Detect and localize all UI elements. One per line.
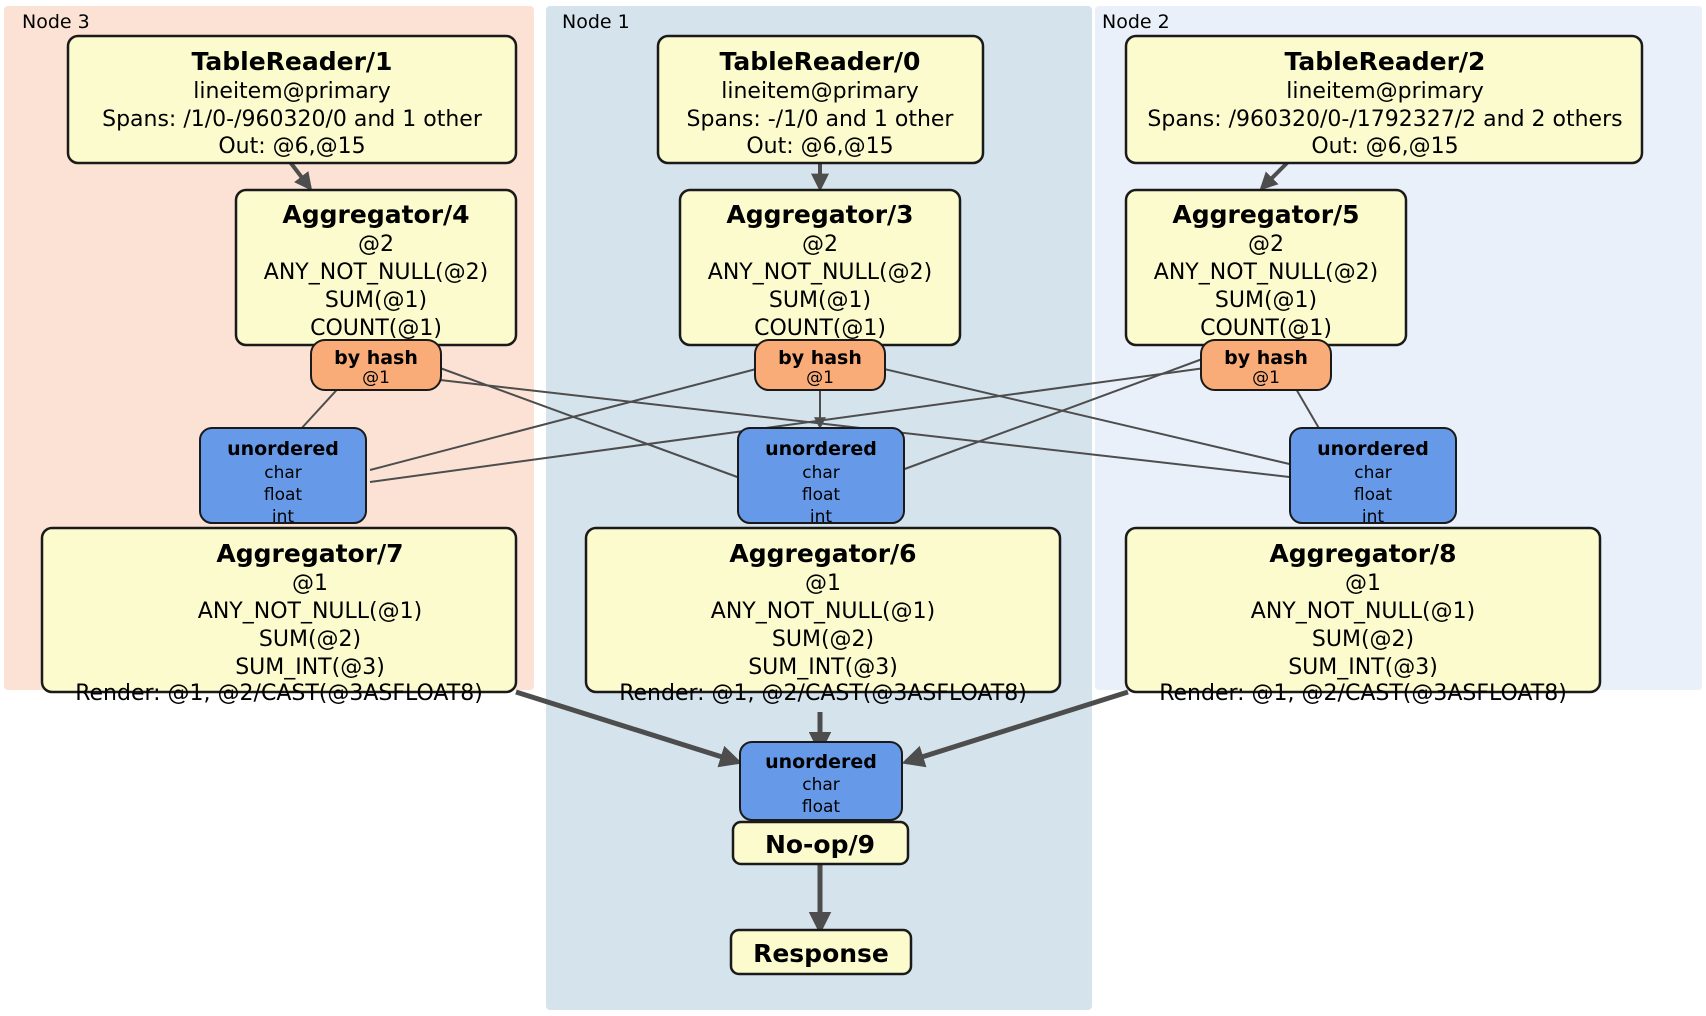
processor-table-reader-0[interactable]: TableReader/0 lineitem@primary Spans: -/… [656,34,985,165]
unordered-mid-title: unordered [765,438,877,460]
aggregator-7-line-1: ANY_NOT_NULL(@1) [198,599,422,624]
synchronizer-unordered-left[interactable]: unordered char float int [199,427,367,527]
table-reader-1-line-0: lineitem@primary [193,79,391,104]
unordered-left-line-0: char [264,463,302,483]
aggregator-5-title: Aggregator/5 [1172,200,1359,229]
by-hash-right-line-0: @1 [1252,368,1280,388]
aggregator-4-title: Aggregator/4 [282,200,469,229]
aggregator-5-line-0: @2 [1248,232,1284,257]
unordered-right-line-1: float [1354,485,1393,505]
processor-aggregator-8[interactable]: Aggregator/8 @1 ANY_NOT_NULL(@1) SUM(@2)… [1124,526,1602,706]
aggregator-4-line-3: COUNT(@1) [310,316,442,341]
processor-aggregator-7[interactable]: Aggregator/7 @1 ANY_NOT_NULL(@1) SUM(@2)… [40,526,518,706]
table-reader-1-line-1: Spans: /1/0-/960320/0 and 1 other [102,107,483,132]
table-reader-0-line-2: Out: @6,@15 [746,134,893,159]
table-reader-1-title: TableReader/1 [192,47,393,76]
table-reader-2-line-0: lineitem@primary [1286,79,1484,104]
processor-table-reader-1[interactable]: TableReader/1 lineitem@primary Spans: /1… [66,34,518,165]
synchronizer-unordered-right[interactable]: unordered char float int [1289,427,1457,527]
edge-hashR-to-unorderedM [901,357,1206,471]
edge-hashR-to-unorderedL [369,367,1206,483]
aggregator-7-line-3: SUM_INT(@3) [235,655,385,680]
unordered-left-line-2: int [272,507,294,527]
unordered-mid-line-1: float [802,485,841,505]
aggregator-4-line-1: ANY_NOT_NULL(@2) [264,260,488,285]
edge-agg7-to-final-unordered [515,689,743,768]
processor-aggregator-6[interactable]: Aggregator/6 @1 ANY_NOT_NULL(@1) SUM(@2)… [584,526,1062,706]
by-hash-right-title: by hash [1224,347,1308,369]
unordered-right-line-2: int [1362,507,1384,527]
aggregator-3-line-1: ANY_NOT_NULL(@2) [708,260,932,285]
synchronizer-unordered-final[interactable]: unordered char float [739,741,903,821]
aggregator-8-line-3: SUM_INT(@3) [1288,655,1438,680]
aggregator-3-line-3: COUNT(@1) [754,316,886,341]
unordered-mid-line-2: int [810,507,832,527]
aggregator-6-title: Aggregator/6 [729,539,916,568]
noop-9-title: No-op/9 [765,830,875,859]
by-hash-mid-line-0: @1 [806,368,834,388]
edge-tr1-to-agg4 [288,160,313,191]
aggregator-8-line-0: @1 [1345,571,1381,596]
table-reader-2-line-1: Spans: /960320/0-/1792327/2 and 2 others [1147,107,1622,132]
aggregator-6-line-2: SUM(@2) [772,627,874,652]
edge-tr2-to-agg5 [1259,160,1290,191]
aggregator-8-title: Aggregator/8 [1269,539,1456,568]
aggregator-5-line-2: SUM(@1) [1215,288,1317,313]
unordered-final-line-1: float [802,797,841,817]
edge-agg8-to-final-unordered [901,689,1129,768]
aggregator-7-line-2: SUM(@2) [259,627,361,652]
aggregator-6-line-0: @1 [805,571,841,596]
table-reader-0-line-1: Spans: -/1/0 and 1 other [687,107,955,132]
unordered-right-title: unordered [1317,438,1429,460]
aggregator-7-title: Aggregator/7 [216,539,403,568]
unordered-final-line-0: char [802,775,840,795]
aggregator-3-title: Aggregator/3 [726,200,913,229]
router-by-hash-left[interactable]: by hash @1 [310,339,442,391]
processor-aggregator-5[interactable]: Aggregator/5 @2 ANY_NOT_NULL(@2) SUM(@1)… [1124,188,1408,347]
aggregator-7-line-0: @1 [292,571,328,596]
table-reader-0-title: TableReader/0 [720,47,921,76]
unordered-right-line-0: char [1354,463,1392,483]
table-reader-0-line-0: lineitem@primary [721,79,919,104]
table-reader-2-title: TableReader/2 [1285,47,1486,76]
panel-node3-label: Node 3 [22,11,90,33]
synchronizer-unordered-mid[interactable]: unordered char float int [737,427,905,527]
aggregator-8-line-4: Render: @1, @2/CAST(@3ASFLOAT8) [1159,681,1567,706]
panel-node1-label: Node 1 [562,11,630,33]
aggregator-5-line-3: COUNT(@1) [1200,316,1332,341]
table-reader-1-line-2: Out: @6,@15 [218,134,365,159]
by-hash-left-line-0: @1 [362,368,390,388]
by-hash-mid-title: by hash [778,347,862,369]
aggregator-3-line-2: SUM(@1) [769,288,871,313]
router-by-hash-right[interactable]: by hash @1 [1200,339,1332,391]
table-reader-2-line-2: Out: @6,@15 [1311,134,1458,159]
edge-hashM-to-unorderedL [369,367,761,471]
panel-node3: Node 3 [4,6,534,690]
aggregator-5-line-1: ANY_NOT_NULL(@2) [1154,260,1378,285]
unordered-left-title: unordered [227,438,339,460]
unordered-left-line-1: float [264,485,303,505]
processor-response[interactable]: Response [729,928,913,976]
aggregator-6-line-3: SUM_INT(@3) [748,655,898,680]
aggregator-6-line-4: Render: @1, @2/CAST(@3ASFLOAT8) [619,681,1027,706]
response-title: Response [753,939,889,968]
processor-table-reader-2[interactable]: TableReader/2 lineitem@primary Spans: /9… [1124,34,1644,165]
aggregator-7-line-4: Render: @1, @2/CAST(@3ASFLOAT8) [75,681,483,706]
aggregator-3-line-0: @2 [802,232,838,257]
by-hash-left-title: by hash [334,347,418,369]
processor-aggregator-3[interactable]: Aggregator/3 @2 ANY_NOT_NULL(@2) SUM(@1)… [678,188,962,347]
panel-node2-label: Node 2 [1102,11,1170,33]
unordered-final-title: unordered [765,751,877,773]
processor-aggregator-4[interactable]: Aggregator/4 @2 ANY_NOT_NULL(@2) SUM(@1)… [234,188,518,347]
panel-node2: Node 2 [1095,6,1702,690]
unordered-mid-line-0: char [802,463,840,483]
edge-hashM-to-unorderedR [879,367,1299,467]
aggregator-6-line-1: ANY_NOT_NULL(@1) [711,599,935,624]
aggregator-4-line-2: SUM(@1) [325,288,427,313]
processor-noop-9[interactable]: No-op/9 [731,820,910,866]
aggregator-8-line-1: ANY_NOT_NULL(@1) [1251,599,1475,624]
aggregator-8-line-2: SUM(@2) [1312,627,1414,652]
aggregator-4-line-0: @2 [358,232,394,257]
router-by-hash-mid[interactable]: by hash @1 [754,339,886,391]
